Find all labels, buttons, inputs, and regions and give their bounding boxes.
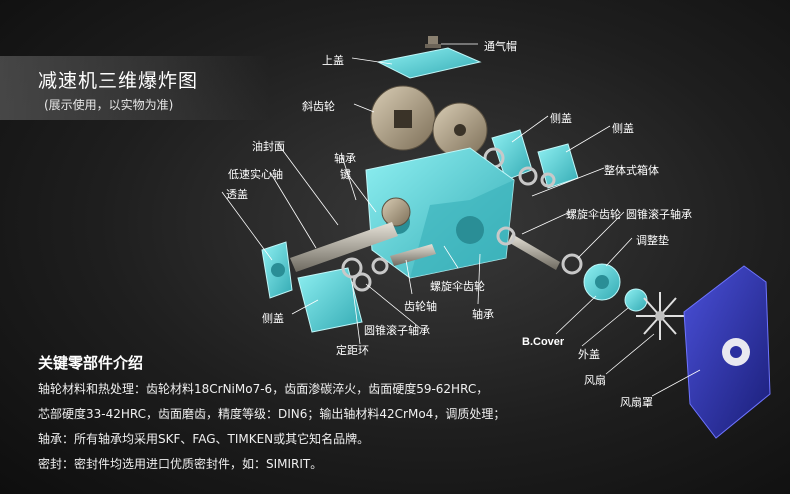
key-parts-line-3: 轴承：所有轴承均采用SKF、FAG、TIMKEN或其它知名品牌。 <box>38 432 370 446</box>
label-integral-housing: 整体式箱体 <box>604 164 659 177</box>
label-helical-gear: 斜齿轮 <box>302 100 335 113</box>
label-side-cover-2: 侧盖 <box>612 122 634 135</box>
top-cover-part <box>376 47 482 79</box>
label-gear-shaft: 齿轮轴 <box>404 300 437 313</box>
key-parts-title: 关键零部件介绍 <box>38 354 144 372</box>
label-spiral-bevel-gear-1: 螺旋伞齿轮 <box>566 208 621 221</box>
bevel-gear-small <box>381 197 411 227</box>
label-side-cover-1: 侧盖 <box>550 112 572 125</box>
gear-shaft-part <box>390 244 436 266</box>
title-band <box>0 56 270 120</box>
input-shaft-part <box>508 234 560 270</box>
label-top-cover: 上盖 <box>322 54 344 67</box>
fan-cover-part <box>683 265 771 439</box>
helical-gears-part <box>370 85 488 158</box>
fan-part <box>636 292 684 340</box>
b-cover-part <box>583 263 621 301</box>
key-parts-line-4: 密封：密封件均选用进口优质密封件，如：SIMIRIT。 <box>38 457 323 471</box>
leader-lines <box>221 43 701 397</box>
label-spiral-bevel-gear-2: 螺旋伞齿轮 <box>430 280 485 293</box>
label-adjusting-shim: 调整垫 <box>636 234 669 247</box>
label-through-cover: 透盖 <box>226 188 248 201</box>
label-outer-cover: 外盖 <box>578 348 600 361</box>
label-tapered-roller-bearing-2: 圆锥滚子轴承 <box>364 324 430 337</box>
side-cover-lower <box>297 267 363 333</box>
label-oil-seal-cover: 油封面 <box>252 140 285 153</box>
label-bearing-2: 轴承 <box>472 308 494 321</box>
label-vent-cap: 通气帽 <box>484 40 517 53</box>
label-low-speed-shaft: 低速实心轴 <box>228 168 283 181</box>
label-key: 键 <box>340 168 351 181</box>
label-side-cover-3: 侧盖 <box>262 312 284 325</box>
key-parts-line-1: 轴轮材料和热处理：齿轮材料18CrNiMo7-6，齿面渗碳淬火，齿面硬度59-6… <box>38 382 489 396</box>
spacer-bearing-rings <box>341 257 389 292</box>
outer-cover-part <box>624 288 648 312</box>
label-bearing-1: 轴承 <box>334 152 356 165</box>
key-parts-line-2: 芯部硬度33-42HRC，齿面磨齿，精度等级：DIN6；输出轴材料42CrMo4… <box>38 407 506 421</box>
label-fan: 风扇 <box>584 374 606 387</box>
label-b-cover: B.Cover <box>522 336 565 348</box>
tapered-roller-bearing-right <box>561 253 583 275</box>
label-tapered-roller-bearing-1: 圆锥滚子轴承 <box>626 208 692 221</box>
page-title: 减速机三维爆炸图 <box>38 70 199 92</box>
label-fan-cover: 风扇罩 <box>620 396 653 409</box>
page-subtitle: (展示使用，以实物为准) <box>44 98 174 112</box>
low-speed-shaft-part <box>290 222 398 272</box>
side-cover-upper-2 <box>537 143 579 189</box>
integral-housing-part <box>365 147 515 279</box>
vent-cap-part <box>425 36 441 48</box>
label-spacer-ring: 定距环 <box>336 344 369 357</box>
